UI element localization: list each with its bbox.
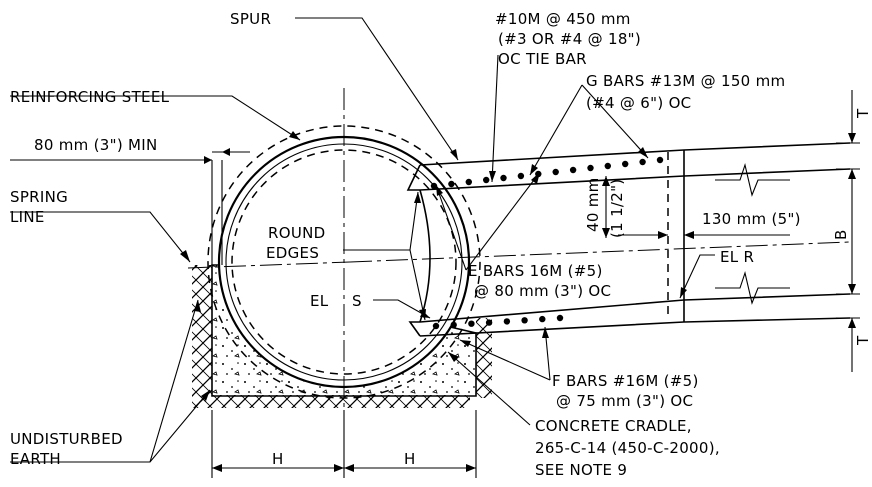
label-g-bars-1: G BARS #13M @ 150 mm bbox=[586, 72, 785, 90]
label-dim-h-left: H bbox=[272, 450, 284, 468]
label-spur: SPUR bbox=[230, 10, 271, 28]
label-tie-bar-1: #10M @ 450 mm bbox=[495, 10, 631, 28]
rebar-dot-top bbox=[622, 160, 629, 168]
label-g-bars-2: (#4 @ 6") OC bbox=[586, 94, 691, 112]
rebar-dot-bottom bbox=[521, 317, 528, 324]
rebar-dot-top bbox=[448, 180, 455, 188]
label-dim-130: 130 mm (5") bbox=[702, 210, 801, 228]
label-e-bars-2: @ 80 mm (3") OC bbox=[474, 282, 611, 300]
rebar-dot-bottom bbox=[432, 322, 440, 330]
label-tie-bar-3: OC TIE BAR bbox=[498, 50, 587, 68]
rebar-dot-top bbox=[656, 156, 664, 164]
label-el-s-b: S bbox=[352, 292, 362, 310]
dimension-lines bbox=[211, 90, 860, 478]
label-el-s-a: EL bbox=[310, 292, 329, 310]
rebar-dot-top bbox=[430, 182, 438, 190]
rebar-dot-top bbox=[639, 158, 646, 166]
label-dim-t-bottom: T bbox=[854, 335, 872, 346]
spur-pipe bbox=[349, 142, 851, 337]
rebar-dot-bottom bbox=[468, 320, 475, 327]
label-cradle-2: 265-C-14 (450-C-2000), bbox=[535, 439, 720, 457]
f-bars-bottom-row bbox=[432, 314, 564, 330]
rebar-dot-top bbox=[500, 174, 507, 182]
rebar-dot-top bbox=[483, 176, 490, 184]
label-f-bars-1: F BARS #16M (#5) bbox=[552, 372, 699, 390]
label-round-2: EDGES bbox=[266, 244, 319, 262]
label-spring-1: SPRING bbox=[10, 188, 68, 206]
label-el-r: EL R bbox=[720, 248, 754, 266]
label-dim-40: 40 mm bbox=[584, 177, 602, 232]
label-undisturbed-1: UNDISTURBED bbox=[10, 430, 123, 448]
labels: SPUR #10M @ 450 mm (#3 OR #4 @ 18") OC T… bbox=[10, 10, 872, 479]
label-round-1: ROUND bbox=[268, 224, 325, 242]
rebar-dot-top bbox=[569, 166, 577, 174]
rebar-dot-bottom bbox=[556, 314, 564, 322]
rebar-dot-top bbox=[465, 178, 472, 186]
rebar-dot-bottom bbox=[485, 319, 493, 326]
rebar-dot-bottom bbox=[539, 315, 546, 323]
label-undisturbed-2: EARTH bbox=[10, 450, 61, 468]
leader-lines bbox=[10, 17, 715, 463]
rebar-dot-top bbox=[517, 172, 525, 180]
label-dim-b: B bbox=[832, 229, 850, 240]
spring-line bbox=[10, 211, 351, 269]
rebar-dot-top bbox=[604, 162, 611, 170]
undisturbed-earth-hatch bbox=[192, 265, 492, 408]
label-min-cover: 80 mm (3") MIN bbox=[34, 136, 158, 154]
label-dim-h-right: H bbox=[404, 450, 416, 468]
label-spring-2: LINE bbox=[10, 208, 45, 226]
label-cradle-3: SEE NOTE 9 bbox=[535, 461, 627, 479]
rebar-dot-top bbox=[552, 168, 559, 176]
label-cradle-1: CONCRETE CRADLE, bbox=[535, 417, 692, 435]
rebar-dot-bottom bbox=[450, 321, 457, 329]
g-bars-top-row bbox=[430, 156, 664, 190]
label-dim-40-imp: (1 1/2") bbox=[608, 179, 626, 238]
rebar-dot-bottom bbox=[503, 318, 511, 325]
rebar-dot-top bbox=[587, 164, 594, 172]
label-e-bars-1: E BARS 16M (#5) bbox=[468, 262, 603, 280]
label-reinforcing-steel: REINFORCING STEEL bbox=[10, 88, 170, 106]
label-f-bars-2: @ 75 mm (3") OC bbox=[556, 392, 693, 410]
label-tie-bar-2: (#3 OR #4 @ 18") bbox=[498, 30, 641, 48]
label-dim-t-top: T bbox=[854, 108, 872, 119]
